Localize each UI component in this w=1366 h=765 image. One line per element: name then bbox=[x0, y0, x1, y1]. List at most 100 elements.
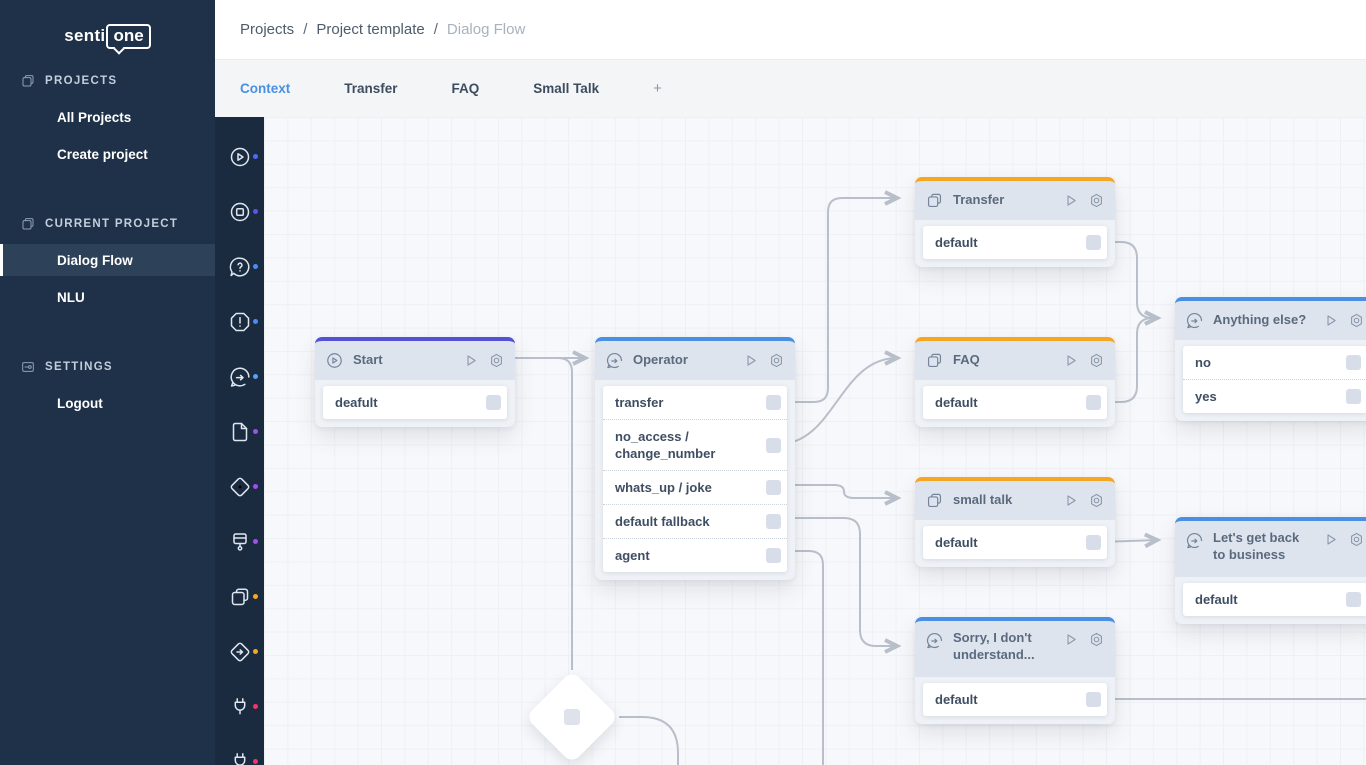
settings-nut-icon[interactable] bbox=[488, 352, 505, 369]
node-settings-button[interactable] bbox=[1088, 631, 1105, 648]
palette-dot bbox=[253, 154, 258, 159]
node-header[interactable]: Let's get back to business bbox=[1175, 517, 1366, 577]
output-connector[interactable] bbox=[1086, 535, 1101, 550]
node-row-default[interactable]: default bbox=[923, 683, 1107, 716]
node-header[interactable]: FAQ bbox=[915, 337, 1115, 380]
edges-layer bbox=[515, 190, 1366, 765]
node-run-button[interactable] bbox=[1062, 492, 1079, 509]
sidebar-section-header: CURRENT PROJECT bbox=[0, 209, 215, 239]
node-row-whats-up-joke[interactable]: whats_up / joke bbox=[603, 470, 787, 504]
run-icon[interactable] bbox=[1062, 492, 1079, 509]
breadcrumb-separator: / bbox=[433, 21, 438, 38]
palette-diamond-arrow-icon[interactable] bbox=[215, 624, 264, 679]
palette-plug-icon[interactable] bbox=[215, 734, 264, 765]
settings-nut-icon[interactable] bbox=[1088, 631, 1105, 648]
output-connector[interactable] bbox=[486, 395, 501, 410]
node-settings-button[interactable] bbox=[1348, 312, 1365, 329]
node-palette-rail bbox=[215, 117, 264, 765]
run-icon[interactable] bbox=[462, 352, 479, 369]
tab-transfer[interactable]: Transfer bbox=[344, 81, 398, 96]
sidebar-item-create-project[interactable]: Create project bbox=[57, 146, 148, 162]
output-connector[interactable] bbox=[766, 514, 781, 529]
add-tab-button[interactable]: + bbox=[653, 80, 662, 97]
run-icon[interactable] bbox=[742, 352, 759, 369]
settings-nut-icon[interactable] bbox=[1088, 352, 1105, 369]
node-header[interactable]: small talk bbox=[915, 477, 1115, 520]
output-connector[interactable] bbox=[1346, 592, 1361, 607]
settings-nut-icon[interactable] bbox=[1348, 531, 1365, 548]
tab-context[interactable]: Context bbox=[240, 81, 291, 96]
run-icon[interactable] bbox=[1062, 631, 1079, 648]
node-run-button[interactable] bbox=[1322, 312, 1339, 329]
node-row-no[interactable]: no bbox=[1183, 346, 1366, 379]
settings-nut-icon[interactable] bbox=[1088, 492, 1105, 509]
output-connector[interactable] bbox=[766, 548, 781, 563]
sidebar-item-all-projects[interactable]: All Projects bbox=[57, 109, 132, 125]
document-icon bbox=[232, 422, 247, 441]
settings-nut-icon[interactable] bbox=[768, 352, 785, 369]
node-settings-button[interactable] bbox=[768, 352, 785, 369]
palette-alert-octagon-icon[interactable] bbox=[215, 294, 264, 349]
output-connector[interactable] bbox=[1086, 692, 1101, 707]
run-icon[interactable] bbox=[1062, 352, 1079, 369]
node-settings-button[interactable] bbox=[1088, 492, 1105, 509]
node-row-default[interactable]: default bbox=[923, 226, 1107, 259]
node-row-yes[interactable]: yes bbox=[1183, 379, 1366, 413]
node-run-button[interactable] bbox=[1062, 192, 1079, 209]
node-row-label: no bbox=[1195, 355, 1211, 370]
node-header[interactable]: Anything else? bbox=[1175, 297, 1366, 340]
node-run-button[interactable] bbox=[1062, 631, 1079, 648]
node-body: default bbox=[915, 380, 1115, 427]
run-icon[interactable] bbox=[1062, 192, 1079, 209]
run-icon[interactable] bbox=[1322, 312, 1339, 329]
projects-icon bbox=[22, 218, 34, 230]
palette-plug-icon[interactable] bbox=[215, 679, 264, 734]
node-run-button[interactable] bbox=[742, 352, 759, 369]
output-connector[interactable] bbox=[1086, 395, 1101, 410]
node-settings-button[interactable] bbox=[488, 352, 505, 369]
settings-nut-icon[interactable] bbox=[1348, 312, 1365, 329]
node-run-button[interactable] bbox=[1062, 352, 1079, 369]
node-header[interactable]: Start bbox=[315, 337, 515, 380]
palette-cards-icon[interactable] bbox=[215, 569, 264, 624]
sidebar-item-nlu[interactable]: NLU bbox=[57, 289, 85, 305]
node-body: default bbox=[915, 520, 1115, 567]
palette-document-icon[interactable] bbox=[215, 404, 264, 459]
node-run-button[interactable] bbox=[462, 352, 479, 369]
tab-small-talk[interactable]: Small Talk bbox=[533, 81, 600, 96]
node-settings-button[interactable] bbox=[1088, 352, 1105, 369]
sidebar-item-dialog-flow[interactable]: Dialog Flow bbox=[0, 244, 215, 276]
output-connector[interactable] bbox=[766, 395, 781, 410]
node-row-default[interactable]: default bbox=[923, 386, 1107, 419]
node-row-default-fallback[interactable]: default fallback bbox=[603, 504, 787, 538]
settings-nut-icon[interactable] bbox=[1088, 192, 1105, 209]
node-row-deafult[interactable]: deafult bbox=[323, 386, 507, 419]
output-connector[interactable] bbox=[1086, 235, 1101, 250]
palette-terminal-icon[interactable] bbox=[215, 514, 264, 569]
node-header[interactable]: Transfer bbox=[915, 177, 1115, 220]
breadcrumb-item[interactable]: Project template bbox=[316, 21, 425, 38]
palette-stop-circle-icon[interactable] bbox=[215, 184, 264, 239]
palette-play-circle-icon[interactable] bbox=[215, 129, 264, 184]
palette-question-bubble-icon[interactable] bbox=[215, 239, 264, 294]
palette-diamond-dot-icon[interactable] bbox=[215, 459, 264, 514]
node-run-button[interactable] bbox=[1322, 531, 1339, 548]
run-icon[interactable] bbox=[1322, 531, 1339, 548]
node-row-default[interactable]: default bbox=[923, 526, 1107, 559]
breadcrumb-item[interactable]: Projects bbox=[240, 21, 295, 38]
tab-faq[interactable]: FAQ bbox=[451, 81, 480, 96]
node-header[interactable]: Sorry, I don't understand... bbox=[915, 617, 1115, 677]
sidebar-item-logout[interactable]: Logout bbox=[57, 395, 103, 411]
node-row-no-access-change-number[interactable]: no_access / change_number bbox=[603, 419, 787, 470]
output-connector[interactable] bbox=[766, 437, 781, 453]
output-connector[interactable] bbox=[1346, 355, 1361, 370]
node-row-transfer[interactable]: transfer bbox=[603, 386, 787, 419]
palette-chat-arrow-icon[interactable] bbox=[215, 349, 264, 404]
output-connector[interactable] bbox=[1346, 389, 1361, 404]
node-header[interactable]: Operator bbox=[595, 337, 795, 380]
output-connector[interactable] bbox=[766, 480, 781, 495]
node-settings-button[interactable] bbox=[1088, 192, 1105, 209]
node-row-default[interactable]: default bbox=[1183, 583, 1366, 616]
node-settings-button[interactable] bbox=[1348, 531, 1365, 548]
node-row-agent[interactable]: agent bbox=[603, 538, 787, 572]
